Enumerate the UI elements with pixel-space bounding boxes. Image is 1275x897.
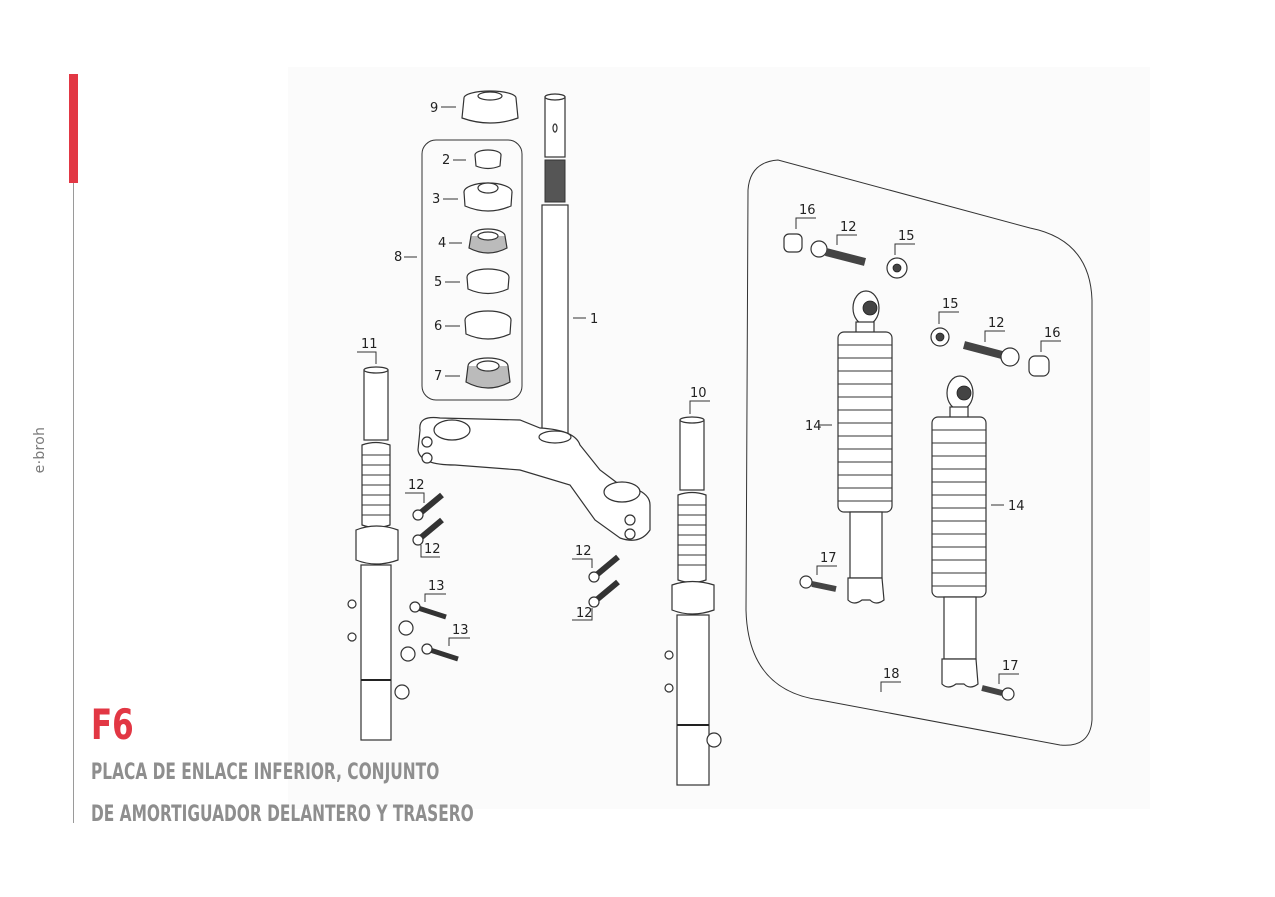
section-code: F6 bbox=[91, 700, 134, 749]
callout-8: 8 bbox=[394, 250, 402, 265]
accent-bar bbox=[69, 74, 78, 183]
callout-3: 3 bbox=[432, 192, 440, 207]
callout-14-a: 14 bbox=[805, 419, 822, 434]
bolt-12-top bbox=[810, 240, 866, 266]
bolt-12-right-pair bbox=[588, 554, 620, 608]
part-11-left-fork bbox=[347, 366, 416, 741]
bearing-kit-frame bbox=[421, 139, 523, 401]
side-divider bbox=[73, 183, 74, 823]
part-9-cap bbox=[461, 90, 519, 124]
callout-17-b: 17 bbox=[1002, 659, 1019, 674]
spacer-16-a bbox=[783, 233, 803, 253]
callout-10: 10 bbox=[690, 386, 707, 401]
nut-15-a bbox=[886, 257, 908, 279]
bolt-17-b bbox=[981, 685, 1015, 701]
callout-11: 11 bbox=[361, 337, 378, 352]
callout-12-b: 12 bbox=[424, 542, 441, 557]
part-7-bearing bbox=[465, 357, 511, 389]
spacer-16-b bbox=[1028, 355, 1050, 377]
callout-15-a: 15 bbox=[898, 229, 915, 244]
callout-6: 6 bbox=[434, 319, 442, 334]
part-6-race bbox=[464, 310, 512, 340]
callout-13-a: 13 bbox=[428, 579, 445, 594]
callout-17-a: 17 bbox=[820, 551, 837, 566]
callout-15-b: 15 bbox=[942, 297, 959, 312]
section-title-line-1: PLACA DE ENLACE INFERIOR, CONJUNTO bbox=[91, 760, 440, 785]
callout-13-b: 13 bbox=[452, 623, 469, 638]
callout-18: 18 bbox=[883, 667, 900, 682]
bolt-17-a bbox=[799, 575, 837, 592]
callout-16-b: 16 bbox=[1044, 326, 1061, 341]
callout-2: 2 bbox=[442, 153, 450, 168]
shock-14-a bbox=[837, 290, 893, 604]
callout-12-f: 12 bbox=[988, 316, 1005, 331]
callout-4: 4 bbox=[438, 236, 446, 251]
section-title-line-2: DE AMORTIGUADOR DELANTERO Y TRASERO bbox=[91, 802, 474, 827]
callout-1: 1 bbox=[590, 312, 598, 327]
callout-7: 7 bbox=[434, 369, 442, 384]
callout-12-e: 12 bbox=[840, 220, 857, 235]
callout-12-c: 12 bbox=[575, 544, 592, 559]
bolt-12-right bbox=[962, 341, 1020, 367]
bolt-12-left-pair bbox=[412, 492, 444, 546]
part-4-bearing bbox=[468, 228, 508, 254]
callout-16-a: 16 bbox=[799, 203, 816, 218]
bolt-13-pair bbox=[409, 601, 459, 662]
part-10-right-fork bbox=[664, 416, 722, 786]
nut-15-b bbox=[930, 327, 950, 347]
lower-triple-clamp bbox=[417, 416, 651, 541]
part-3-locknut bbox=[463, 182, 513, 212]
callout-9: 9 bbox=[430, 101, 438, 116]
part-5-race bbox=[466, 268, 510, 295]
callout-5: 5 bbox=[434, 275, 442, 290]
part-2-nut bbox=[474, 149, 502, 170]
callout-14-b: 14 bbox=[1008, 499, 1025, 514]
rear-kit-frame bbox=[745, 159, 1093, 746]
callout-12-d: 12 bbox=[576, 606, 593, 621]
part-1-steering-stem bbox=[541, 93, 569, 436]
callout-12-a: 12 bbox=[408, 478, 425, 493]
shock-14-b bbox=[931, 375, 987, 688]
